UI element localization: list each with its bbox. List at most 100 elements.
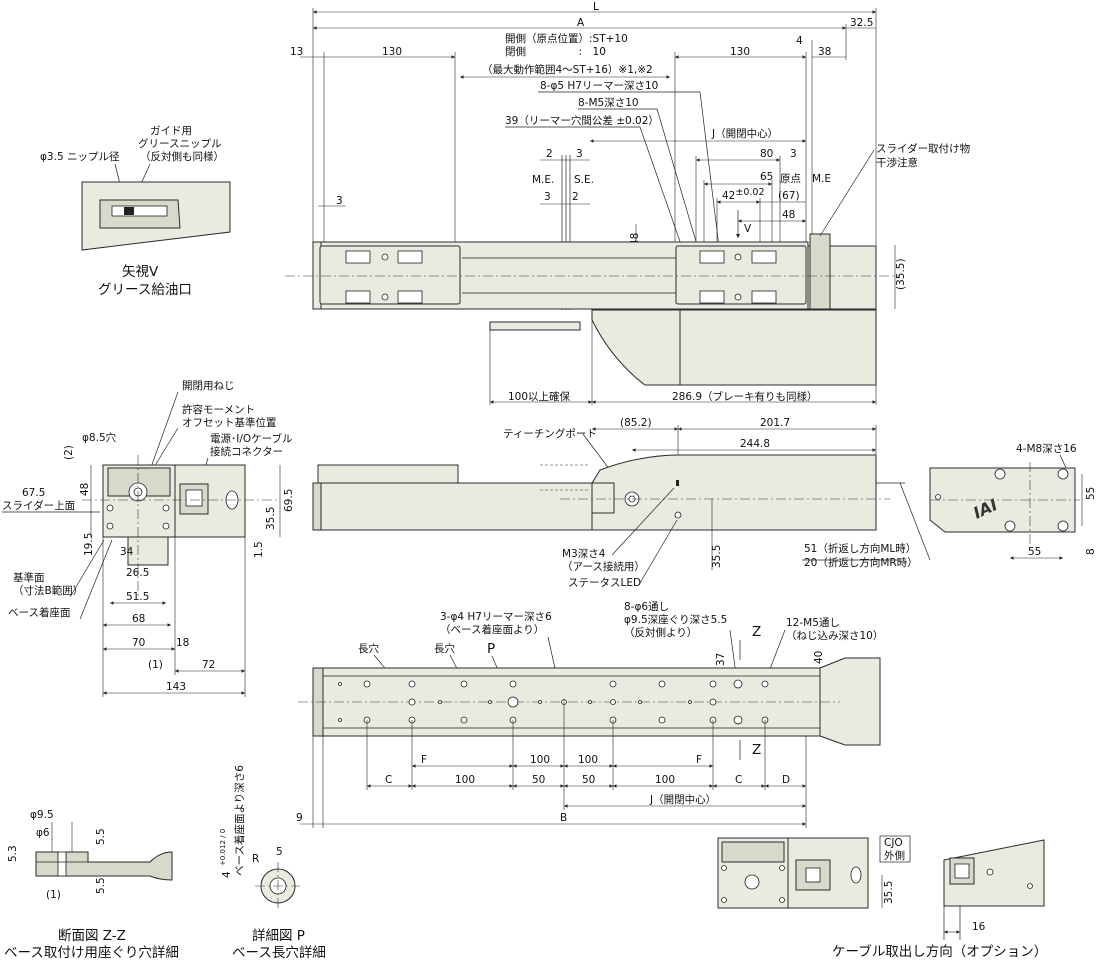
section-subtitle: ベース取付け用座ぐり穴詳細 — [4, 945, 179, 961]
dim-5-5-b: 5.5 — [95, 877, 107, 894]
dim-65: 65 — [760, 171, 773, 183]
guide-label-3: （反対側も同様） — [140, 150, 224, 163]
slot-label-2: 長穴 — [434, 642, 455, 655]
dim-68: 68 — [132, 613, 145, 625]
fold-ml-label: 51（折返し方向ML時） — [804, 542, 916, 555]
me-right-label: M.E — [812, 173, 831, 185]
dim-48-top: 48 — [782, 209, 795, 221]
dim-244-8: 244.8 — [740, 438, 770, 450]
dim-100-b: 100 — [578, 754, 598, 766]
top-view: L A 32.5 13 130 130 4 38 開側（原点位置）:ST+10 … — [285, 1, 970, 405]
m5thru-label: 12-M5通し — [786, 617, 840, 629]
dim-F-right: F — [696, 754, 702, 766]
dim-143: 143 — [166, 681, 186, 693]
dim-5-3: 5.3 — [7, 845, 19, 862]
dim-50-a: 50 — [532, 774, 545, 786]
dim-100-a: 100 — [530, 754, 550, 766]
dim-40: 40 — [813, 651, 825, 664]
dim-69-5: 69.5 — [283, 489, 295, 512]
section-z-bottom: Z — [752, 742, 761, 758]
detail-p: ベース着座面より深さ6 4 +0.012 / 0 5 R 詳細図 P ベース長穴… — [219, 765, 326, 961]
earth-label: （アース接続用） — [562, 560, 645, 573]
dim-130-left: 130 — [382, 46, 402, 58]
phi6-small-label: φ6 — [36, 827, 50, 839]
nipple-label: φ3.5 ニップル径 — [40, 150, 120, 163]
dim-D: D — [782, 774, 790, 786]
ream-pitch-note: 39（リーマー穴間公差 ±0.02） — [505, 114, 659, 127]
detail-p-4: 4 — [221, 871, 233, 878]
slider-note-1: スライダー取付け物 — [876, 142, 970, 155]
dim-48-end: 48 — [79, 483, 91, 496]
slider-top-label: スライダー上面 — [2, 499, 75, 512]
dim-35-5-end: 35.5 — [265, 507, 277, 530]
dim-A: A — [577, 17, 585, 29]
bottom-view: 3-φ4 H7リーマー深さ6 （ベース着座面より） 8-φ6通し φ9.5深座ぐ… — [296, 601, 883, 828]
ref-face-label: 基準面 — [13, 571, 45, 584]
m3-label: M3深さ4 — [562, 548, 606, 560]
dim-35-5-cable: 35.5 — [883, 881, 895, 904]
se-label: S.E. — [574, 174, 594, 186]
dim-C-left: C — [385, 774, 392, 786]
dim-32-5: 32.5 — [850, 17, 873, 29]
me-label: M.E. — [532, 174, 554, 186]
view-v-title: 矢視V — [122, 264, 159, 280]
j-center-label: J（開閉中心） — [711, 127, 778, 140]
dim-3-d: 3 — [336, 195, 343, 207]
dim-4: 4 — [796, 35, 803, 47]
m5-note: 8-M5深さ10 — [578, 97, 639, 109]
dim-55-vert: 55 — [1085, 487, 1097, 500]
slider-pads-left — [345, 250, 423, 304]
dim-55-horiz: 55 — [1028, 546, 1041, 558]
dim-1-5: 1.5 — [253, 541, 265, 558]
ream5-note: 8-φ5 H7リーマー深さ10 — [540, 80, 658, 92]
detail-p-5: 5 — [276, 846, 283, 858]
section-z-top: Z — [752, 624, 761, 640]
slider-pads-right — [699, 250, 777, 304]
dim-8: 8 — [1085, 548, 1097, 555]
cjo-label: CJO — [884, 837, 903, 849]
ref-face-range: （寸法B範囲） — [13, 584, 83, 597]
moment-label-1: 許容モーメント — [182, 403, 255, 416]
dim-13: 13 — [290, 46, 303, 58]
m5thru-sub: （ねじ込み深さ10） — [786, 630, 883, 642]
phi6-sub1: φ9.5深座ぐり深さ5.5 — [624, 613, 727, 626]
power-label-1: 電源･I/Oケーブル — [210, 432, 293, 445]
dim-85-2: (85.2) — [620, 417, 652, 429]
dim-67: (67) — [778, 190, 800, 202]
dim-51-5: 51.5 — [126, 591, 149, 603]
dim-2-b: 2 — [572, 191, 579, 203]
moment-label-2: オフセット基準位置 — [182, 416, 277, 429]
max-range-note: （最大動作範囲4～ST+16）※1,※2 — [482, 63, 653, 76]
slot-label-1: 長穴 — [358, 642, 379, 655]
dim-5-5-a: 5.5 — [95, 828, 107, 845]
slider-note-2: 干渉注意 — [876, 156, 918, 169]
dim-3-a: 3 — [576, 148, 583, 160]
detail-p-subtitle: ベース長穴詳細 — [232, 945, 326, 961]
cable-option: CJO 外側 35.5 16 ケーブル取出し方向（オプション） — [717, 835, 1047, 960]
dim-100-clear: 100以上確保 — [508, 390, 571, 403]
dim-1-section: (1) — [46, 889, 61, 901]
dim-B: B — [560, 812, 567, 824]
phi85-label: φ8.5穴 — [82, 431, 117, 444]
dim-100-d: 100 — [655, 774, 675, 786]
phi6-sub2: （反対側より） — [624, 626, 697, 639]
ream4-label: 3-φ4 H7リーマー深さ6 — [440, 611, 552, 623]
dim-2-a: 2 — [546, 148, 553, 160]
dim-L: L — [593, 1, 599, 13]
dim-16: 16 — [972, 921, 986, 933]
dim-100-c: 100 — [455, 774, 475, 786]
detail-p-R: R — [252, 853, 259, 865]
m8-label: 4-M8深さ16 — [1016, 443, 1077, 455]
phi6-label: 8-φ6通し — [624, 601, 669, 613]
status-led-label: ステータスLED — [568, 577, 641, 589]
section-title: 断面図 Z-Z — [58, 928, 126, 944]
dim-18: 18 — [176, 637, 189, 649]
end-view: 開閉用ねじ 許容モーメント オフセット基準位置 φ8.5穴 電源･I/Oケーブル… — [2, 380, 295, 697]
dim-F-left: F — [421, 754, 427, 766]
base-face-label: ベース着座面 — [8, 606, 70, 619]
cable-option-title: ケーブル取出し方向（オプション） — [832, 943, 1047, 960]
closed-note: 閉側 : 10 — [505, 45, 606, 58]
dim-37: 37 — [715, 653, 727, 666]
dim-3-b: 3 — [544, 191, 551, 203]
origin-label: 原点 — [780, 173, 801, 185]
